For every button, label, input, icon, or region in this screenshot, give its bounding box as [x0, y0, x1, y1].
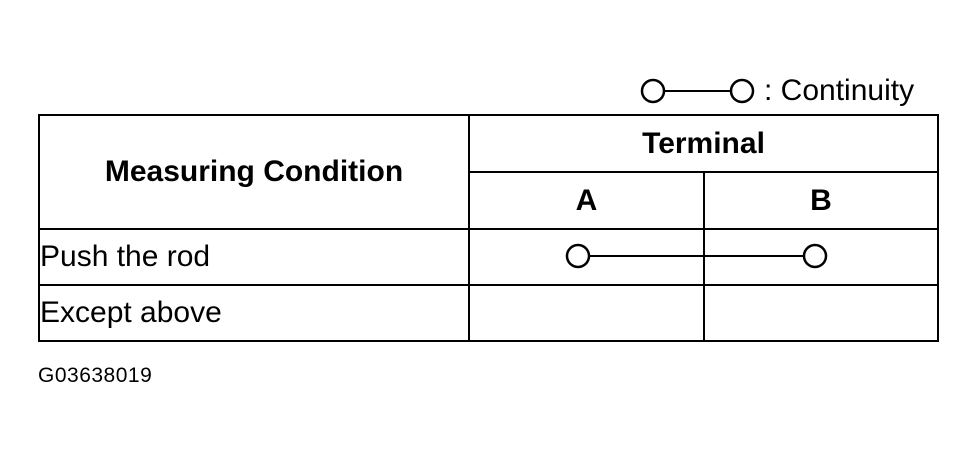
measuring-condition-header: Measuring Condition: [38, 114, 470, 230]
terminal-b-header: B: [703, 171, 939, 230]
continuity-table: Measuring Condition Terminal A B Push th…: [38, 114, 939, 342]
continuity-symbol-icon: [640, 78, 755, 104]
table-row: Except above: [38, 284, 939, 342]
cell-terminal-b: [703, 228, 939, 286]
figure-code: G03638019: [38, 364, 153, 387]
terminal-subheader-row: A B: [39, 171, 939, 230]
table-header-row: Measuring Condition Terminal: [38, 114, 939, 230]
legend: : Continuity: [640, 72, 914, 110]
cell-terminal-a: [468, 228, 705, 286]
terminal-header: Terminal: [468, 114, 939, 173]
table-row: Push the rod: [38, 228, 939, 286]
cell-terminal-a: [468, 284, 705, 342]
cell-terminal-b: [703, 284, 939, 342]
row-condition: Except above: [38, 284, 470, 342]
terminal-a-header: A: [468, 171, 705, 230]
row-condition: Push the rod: [38, 228, 470, 286]
legend-label: : Continuity: [764, 74, 915, 107]
